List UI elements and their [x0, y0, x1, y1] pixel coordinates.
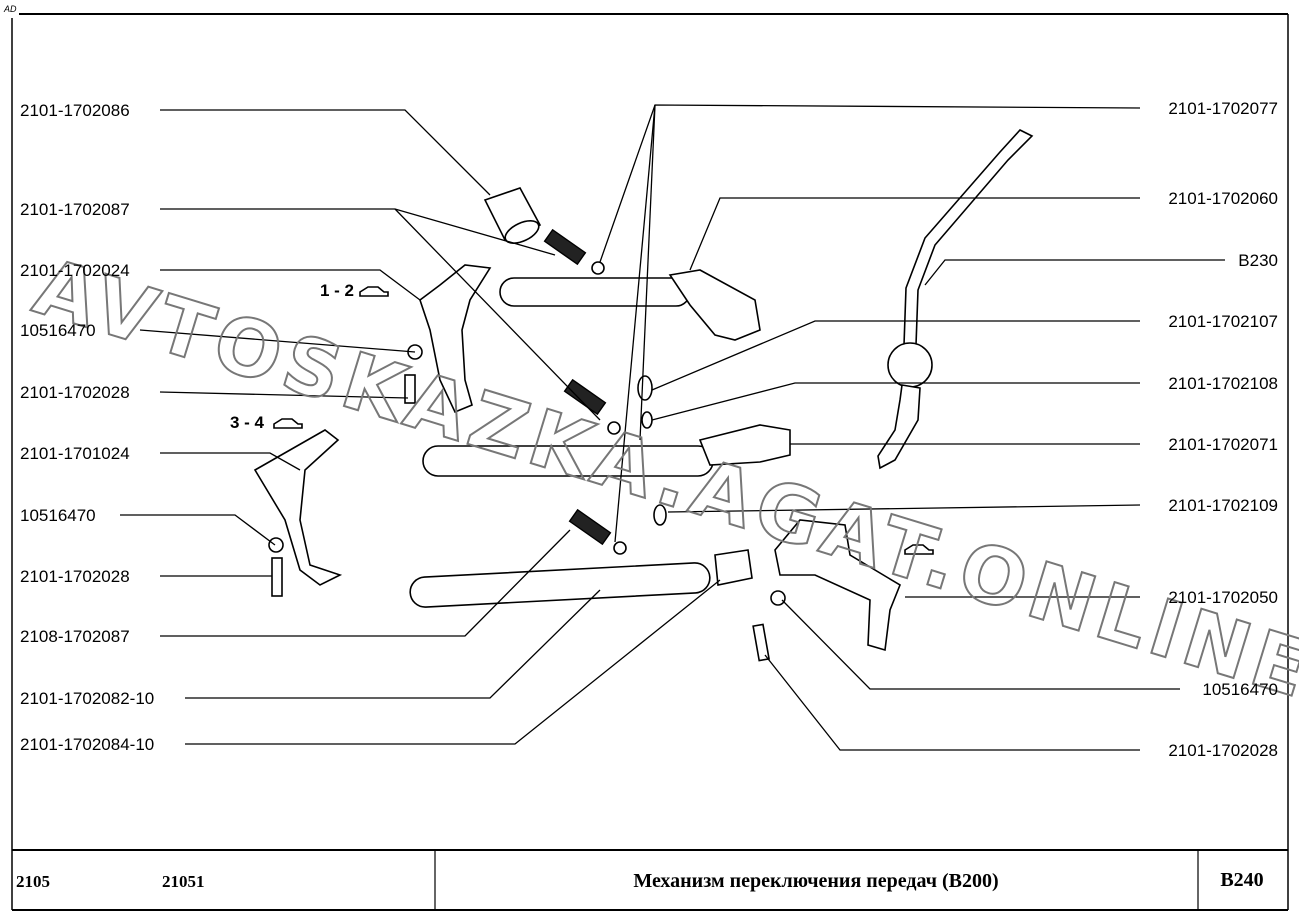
- rod-middle-end: [698, 424, 791, 466]
- watermark: AVTOSKAZKA.AGAT.ONLINE: [23, 241, 1299, 718]
- part-label: 2101-1702109: [1168, 496, 1278, 515]
- lever-ball: [887, 342, 933, 388]
- part-label: 10516470: [20, 506, 96, 525]
- parts: [253, 129, 1034, 662]
- part-label: 2101-1702107: [1168, 312, 1278, 331]
- part-label: 2101-1702084-10: [20, 735, 154, 754]
- part-label: 2101-1702024: [20, 261, 130, 280]
- variant-code: 21051: [162, 872, 205, 891]
- part-label: 2101-1702050: [1168, 588, 1278, 607]
- spring-1: [543, 228, 587, 266]
- lever-lower: [877, 384, 921, 470]
- corner-mark: AD: [3, 4, 17, 14]
- page-code: B240: [1220, 869, 1263, 891]
- part-label: 2101-1702077: [1168, 99, 1278, 118]
- part-label: 2101-1702071: [1168, 435, 1278, 454]
- part-label: 2101-1702082-10: [20, 689, 154, 708]
- leader-lines: [120, 104, 1225, 751]
- part-label: 2101-1702087: [20, 200, 130, 219]
- rod-bottom: [409, 562, 711, 608]
- part-label: 10516470: [1202, 680, 1278, 699]
- fork-top: [668, 269, 761, 341]
- part-label: 2101-1702086: [20, 101, 130, 120]
- part-label: 2101-1702108: [1168, 374, 1278, 393]
- gear-label-1-2: 1 - 2: [320, 281, 354, 300]
- part-label: 10516470: [20, 321, 96, 340]
- part-label: 2101-1701024: [20, 444, 130, 463]
- part-label: 2101-1702028: [20, 383, 130, 402]
- fork-5: [774, 519, 901, 652]
- bushing-bottom: [714, 549, 753, 586]
- fork-3-4: [253, 429, 343, 586]
- title-block: 2105 21051 Механизм переключения передач…: [16, 869, 1264, 892]
- part-label: 2101-1702028: [1168, 741, 1278, 760]
- part-label: B230: [1238, 251, 1278, 270]
- spring-2: [563, 378, 607, 416]
- left-labels: 2101-1702086 2101-1702087 2101-1702024 1…: [20, 101, 154, 754]
- part-label: 2101-1702028: [20, 567, 130, 586]
- spring-3: [568, 508, 612, 546]
- fork-1-2: [419, 264, 492, 414]
- gear-label-3-4: 3 - 4: [230, 413, 265, 432]
- model-code: 2105: [16, 872, 50, 891]
- frame: [11, 13, 1289, 911]
- shift-lever: [903, 129, 1034, 346]
- part-label: 2101-1702060: [1168, 189, 1278, 208]
- part-label: 2108-1702087: [20, 627, 130, 646]
- right-labels: 2101-1702077 2101-1702060 B230 2101-1702…: [1168, 99, 1278, 760]
- page-title: Механизм переключения передач (B200): [633, 870, 998, 892]
- svg-text:AVTOSKAZKA.AGAT.ONLINE: AVTOSKAZKA.AGAT.ONLINE: [24, 242, 1299, 717]
- rod-top: [499, 277, 691, 307]
